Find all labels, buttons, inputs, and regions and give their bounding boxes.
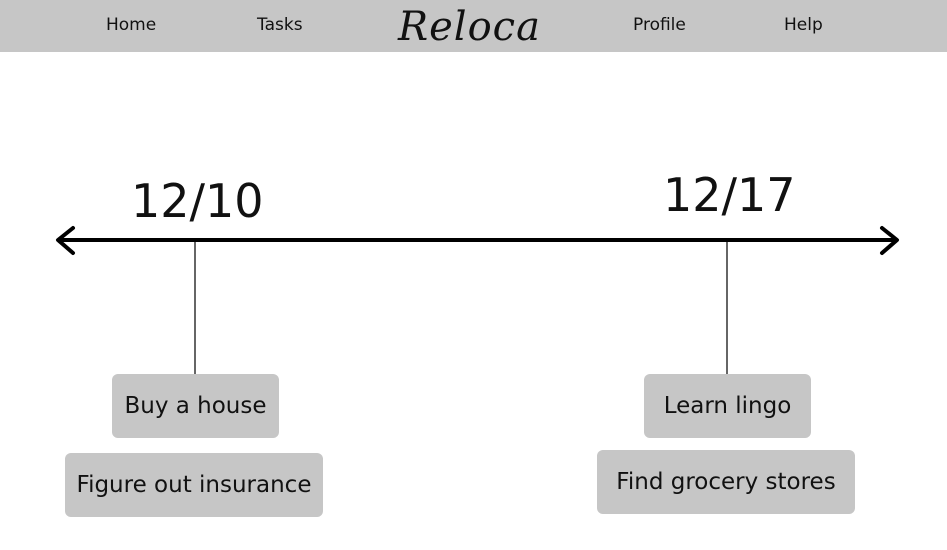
nav-profile-link[interactable]: Profile <box>633 15 686 35</box>
task-chip[interactable]: Find grocery stores <box>597 450 855 514</box>
nav-home-link[interactable]: Home <box>106 15 157 35</box>
nav-help-link[interactable]: Help <box>784 15 823 35</box>
timeline-date-label: 12/10 <box>131 174 264 228</box>
top-navbar: Home Tasks Reloca Profile Help <box>0 0 947 52</box>
app-logo[interactable]: Reloca <box>398 4 541 50</box>
timeline-right-arrow-icon <box>880 226 899 255</box>
timeline-left-arrow-icon <box>56 226 75 255</box>
task-chip[interactable]: Learn lingo <box>644 374 811 438</box>
nav-tasks-link[interactable]: Tasks <box>257 15 303 35</box>
task-chip[interactable]: Figure out insurance <box>65 453 323 517</box>
timeline-date-label: 12/17 <box>663 168 796 222</box>
task-chip[interactable]: Buy a house <box>112 374 279 438</box>
